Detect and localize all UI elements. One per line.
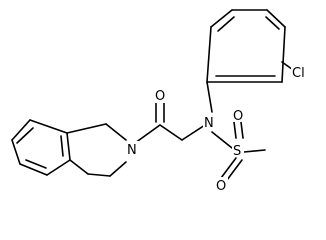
sulfur-label: S — [233, 144, 241, 159]
atom-labels: N O N Cl S O O — [126, 64, 311, 194]
structure-diagram: N O N Cl S O O — [11, 9, 311, 194]
sulfonyl-group — [211, 121, 266, 181]
molecule-drawing: N O N Cl S O O — [11, 9, 311, 194]
saturated-ring — [66, 123, 127, 177]
chlorophenyl-ring — [206, 9, 297, 113]
amine-nitrogen-label: N — [204, 116, 214, 131]
benzene-ring-left — [11, 119, 71, 176]
chlorine-label: Cl — [292, 66, 305, 81]
sulfonyl-oxygen-top-label: O — [233, 109, 243, 124]
sulfonyl-oxygen-bottom-label: O — [216, 179, 226, 194]
amide-chain — [134, 99, 206, 144]
carbonyl-oxygen-label: O — [155, 89, 165, 104]
ring-nitrogen-label: N — [127, 143, 137, 158]
